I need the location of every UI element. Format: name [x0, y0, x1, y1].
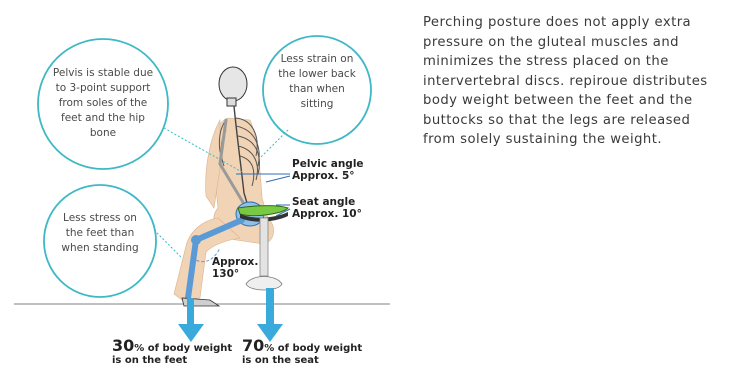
pelvic-angle-title: Pelvic angle: [292, 158, 364, 170]
knee-angle-label: Approx. 130°: [212, 256, 258, 280]
feet-bubble-text: Less stress on the feet than when standi…: [58, 211, 142, 256]
feet-weight-percent: 30: [112, 336, 134, 355]
stool-post: [260, 218, 268, 276]
skull: [219, 67, 247, 106]
seat-weight-text1: % of body weight: [264, 343, 362, 354]
seat-weight-caption: 70% of body weight is on the seat: [242, 336, 362, 366]
knee-angle-title: Approx.: [212, 256, 258, 268]
seat-angle-title: Seat angle: [292, 196, 362, 208]
seat-weight-percent: 70: [242, 336, 264, 355]
description-paragraph: Perching posture does not apply extra pr…: [423, 13, 723, 150]
feet-weight-caption: 30% of body weight is on the feet: [112, 336, 232, 366]
feet-weight-text2: is on the feet: [112, 355, 232, 366]
knee-joint: [191, 235, 201, 245]
feet-arrow-shaft: [187, 298, 194, 326]
knee-angle-value: 130°: [212, 268, 258, 280]
lower-back-bubble-text: Less strain on the lower back than when …: [272, 52, 362, 112]
pelvic-angle-value: Approx. 5°: [292, 170, 364, 182]
pelvis-bubble-text: Pelvis is stable due to 3-point support …: [48, 66, 158, 141]
pelvic-angle-label: Pelvic angle Approx. 5°: [292, 158, 364, 182]
seat-arrow-shaft: [266, 288, 274, 326]
seat-weight-text2: is on the seat: [242, 355, 362, 366]
seat-angle-value: Approx. 10°: [292, 208, 362, 220]
seat-angle-label: Seat angle Approx. 10°: [292, 196, 362, 220]
feet-weight-text1: % of body weight: [134, 343, 232, 354]
posture-diagram: Pelvis is stable due to 3-point support …: [14, 8, 390, 364]
